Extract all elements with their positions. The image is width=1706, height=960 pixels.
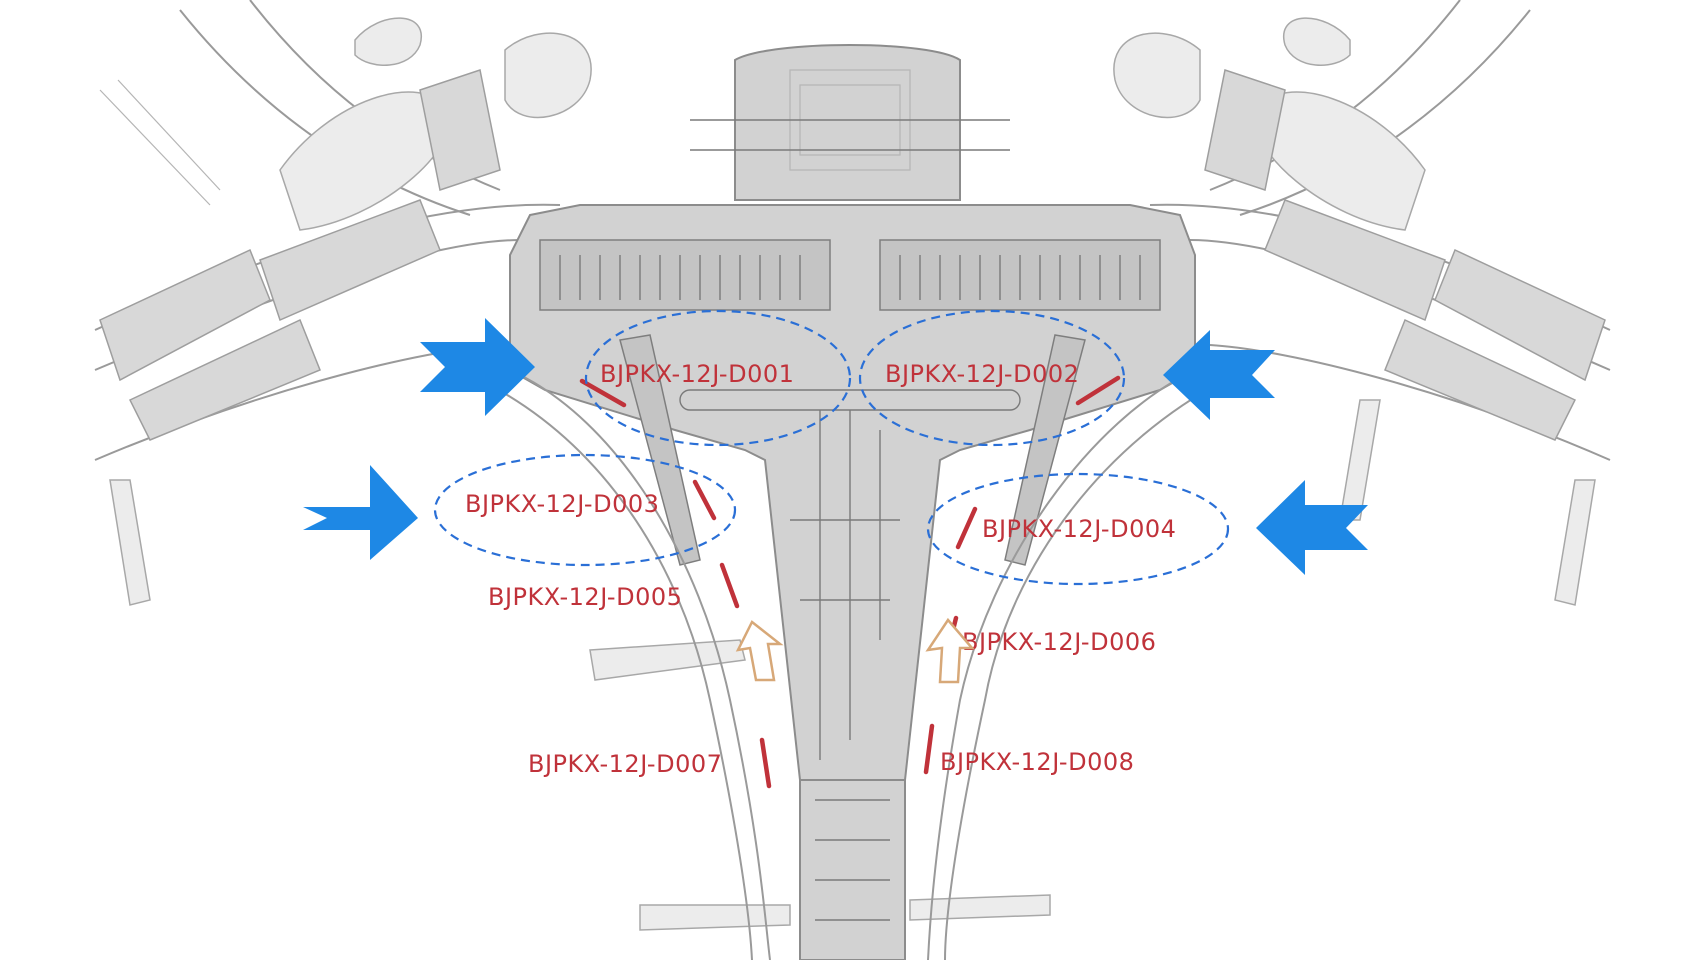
highlight-ellipses (433, 309, 1230, 586)
highlight-ellipse-d002 (858, 309, 1126, 447)
gate-mark-d007 (759, 737, 772, 789)
gate-label-d002: BJPKX-12J-D002 (885, 360, 1079, 388)
gate-mark-d001 (579, 378, 627, 408)
up-arrow-outline-icon (735, 620, 784, 682)
gate-label-d003: BJPKX-12J-D003 (465, 490, 659, 518)
gate-marks (579, 375, 1121, 789)
blue-arrow-icon (1256, 480, 1368, 575)
gate-mark-d005 (719, 562, 740, 609)
highlight-arrows (303, 318, 1368, 575)
gate-label-d001: BJPKX-12J-D001 (600, 360, 794, 388)
highlight-ellipse-d003 (433, 453, 737, 567)
gate-label-d005: BJPKX-12J-D005 (488, 583, 682, 611)
gate-label-d007: BJPKX-12J-D007 (528, 750, 722, 778)
highlight-ellipse-d004 (926, 472, 1230, 586)
gate-label-d004: BJPKX-12J-D004 (982, 515, 1176, 543)
blue-arrow-icon (1163, 330, 1275, 420)
up-arrow-outline-icon (925, 617, 975, 684)
gate-labels: BJPKX-12J-D001 BJPKX-12J-D002 BJPKX-12J-… (465, 360, 1176, 778)
gate-mark-d008 (923, 723, 935, 775)
gate-label-d006: BJPKX-12J-D006 (962, 628, 1156, 656)
highlight-ellipse-d001 (584, 309, 852, 447)
blue-arrow-icon (303, 465, 418, 560)
site-background (94, 0, 1611, 606)
gate-mark-d004 (955, 506, 978, 550)
blue-arrow-icon (420, 318, 535, 416)
entry-arrows (735, 617, 975, 684)
gate-label-d008: BJPKX-12J-D008 (940, 748, 1134, 776)
terminal-building (479, 44, 1226, 960)
gate-mark-d003 (692, 479, 717, 521)
gate-mark-d002 (1075, 375, 1121, 406)
